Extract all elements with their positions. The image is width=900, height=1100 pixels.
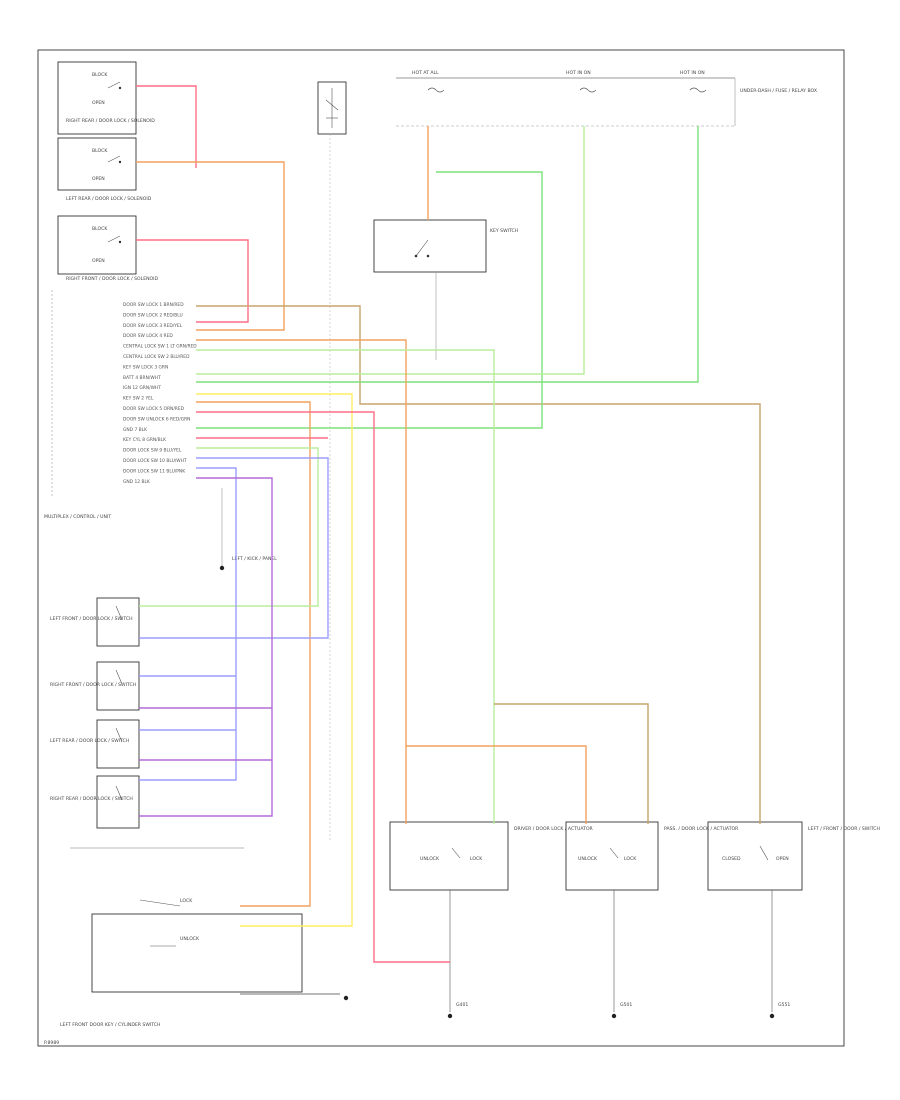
wire: [196, 305, 761, 824]
wire: [406, 745, 587, 824]
act2-unlock: UNLOCK: [578, 856, 598, 862]
pin-label: DOOR SW LOCK 4 RED: [123, 333, 173, 339]
pin-label: DOOR SW LOCK 5 ORN/RED: [123, 406, 185, 412]
fuse-label-3: HOT IN ON: [680, 70, 705, 76]
pin-label: KEY SW LOCK 3 GRN: [123, 364, 168, 370]
pin-label: CENTRAL LOCK SW 1 LT GRN/RED: [123, 344, 197, 350]
wire: [139, 467, 237, 781]
door-lock-switches: LEFT FRONT / DOOR LOCK / SWITCH RIGHT FR…: [50, 597, 140, 829]
ground-g2: G501: [620, 1002, 632, 1008]
wire: [196, 126, 699, 383]
sw-lr-label: LEFT REAR / DOOR LOCK / SWITCH: [50, 738, 129, 744]
pin-label: IGN 12 GRN/WHT: [123, 385, 161, 391]
wire: [139, 477, 273, 817]
sw2-top-label: BLOCK: [92, 148, 108, 154]
pin-label: GND 12 BLK: [123, 479, 150, 485]
pin-label: DOOR SW UNLOCK 6 RED/GRN: [123, 416, 190, 422]
act3-open: OPEN: [776, 856, 789, 862]
wire: [196, 411, 450, 963]
sw2-name-label: LEFT REAR / DOOR LOCK / SOLENOID: [66, 196, 152, 202]
diagram-border: [37, 49, 845, 1047]
wire: [136, 161, 285, 331]
sw-rr-label: RIGHT REAR / DOOR LOCK / SWITCH: [50, 796, 133, 802]
actuator-door-switch: CLOSED OPEN LEFT / FRONT / DOOR / SWITCH…: [707, 821, 880, 1019]
act1-lock: LOCK: [470, 856, 483, 862]
act3-closed: CLOSED: [722, 856, 741, 862]
act2-lock: LOCK: [624, 856, 637, 862]
fuse-block-note: UNDER-DASH / FUSE / RELAY BOX: [740, 88, 817, 94]
pin-label: DOOR LOCK SW 11 BLU/PNK: [123, 468, 185, 474]
pin-label: CENTRAL LOCK SW 2 BLU/RED: [123, 354, 190, 360]
footer-code: P.8989: [44, 1040, 59, 1046]
ground-g1: G401: [456, 1002, 468, 1008]
sw3-top-label: BLOCK: [92, 226, 108, 232]
key-switch-label: KEY SWITCH: [490, 228, 518, 234]
pin-label: BATT 4 BRN/WHT: [123, 375, 161, 381]
fuse-label-1: HOT AT ALL: [412, 70, 439, 76]
left-rear-solenoid: BLOCK OPEN LEFT REAR / DOOR LOCK / SOLEN…: [57, 137, 152, 202]
wire: [139, 457, 329, 639]
module-ground-label: LEFT / KICK / PANEL: [232, 556, 277, 562]
key-cylinder-switch: LOCK UNLOCK LEFT FRONT DOOR KEY / CYLIND…: [60, 898, 349, 1028]
sw-rf-label: RIGHT FRONT / DOOR LOCK / SWITCH: [50, 682, 136, 688]
pin-label: KEY CYL 8 GRN/BLK: [123, 437, 166, 443]
right-front-solenoid: BLOCK OPEN RIGHT FRONT / DOOR LOCK / SOL…: [57, 215, 159, 282]
wire: [494, 703, 649, 824]
sw1-name-label: RIGHT REAR / DOOR LOCK / SOLENOID: [66, 118, 155, 124]
sw3-name-label: RIGHT FRONT / DOOR LOCK / SOLENOID: [66, 276, 159, 282]
act1-name: DRIVER / DOOR LOCK / ACTUATOR: [514, 826, 594, 832]
pin-label: GND 7 BLK: [123, 427, 147, 433]
sw2-bot-label: OPEN: [92, 176, 105, 182]
multiplex-unit: MULTIPLEX / CONTROL / UNIT DOOR SW LOCK …: [44, 290, 197, 520]
sw3-bot-label: OPEN: [92, 258, 105, 264]
wire-harness: [136, 85, 761, 963]
pin-label: DOOR LOCK SW 10 BLU/WHT: [123, 458, 187, 464]
wire: [196, 401, 311, 907]
cyl-switch-name: LEFT FRONT DOOR KEY / CYLINDER SWITCH: [60, 1022, 160, 1028]
pin-label: KEY SW 2 YEL: [123, 396, 154, 402]
actuator-driver: UNLOCK LOCK DRIVER / DOOR LOCK / ACTUATO…: [389, 821, 594, 1019]
wire: [196, 339, 407, 824]
module-name-label: MULTIPLEX / CONTROL / UNIT: [44, 514, 111, 520]
wire: [136, 85, 197, 168]
relay-top: [317, 81, 347, 840]
wire: [196, 171, 543, 429]
act3-name: LEFT / FRONT / DOOR / SWITCH: [808, 826, 880, 832]
pin-label: DOOR SW LOCK 2 RED/BLU: [123, 312, 183, 318]
act2-name: PASS. / DOOR LOCK / ACTUATOR: [664, 826, 739, 832]
fuse-label-2: HOT IN ON: [566, 70, 591, 76]
key-switch: KEY SWITCH: [373, 219, 518, 360]
wire: [136, 239, 249, 323]
ground-g3: G551: [778, 1002, 790, 1008]
sw-lf-label: LEFT FRONT / DOOR LOCK / SWITCH: [50, 616, 133, 622]
wire: [139, 447, 319, 607]
pin-label: DOOR LOCK SW 9 BLU/YEL: [123, 448, 182, 454]
module-ground: LEFT / KICK / PANEL: [219, 488, 277, 571]
wire: [196, 393, 353, 927]
cyl-lock-label: LOCK: [180, 898, 193, 904]
sw1-bot-label: OPEN: [92, 100, 105, 106]
actuator-passenger: UNLOCK LOCK PASS. / DOOR LOCK / ACTUATOR…: [565, 821, 739, 1019]
cyl-unlock-label: UNLOCK: [180, 936, 200, 942]
fuse-bar: HOT AT ALL HOT IN ON HOT IN ON UNDER-DAS…: [396, 70, 817, 127]
right-rear-solenoid: BLOCK OPEN RIGHT REAR / DOOR LOCK / SOLE…: [57, 61, 155, 135]
wire: [196, 349, 495, 824]
sw1-top-label: BLOCK: [92, 72, 108, 78]
pin-label: DOOR SW LOCK 3 RED/YEL: [123, 323, 183, 329]
wire: [196, 126, 585, 375]
act1-unlock: UNLOCK: [420, 856, 440, 862]
pin-label: DOOR SW LOCK 1 BRN/RED: [123, 302, 184, 308]
